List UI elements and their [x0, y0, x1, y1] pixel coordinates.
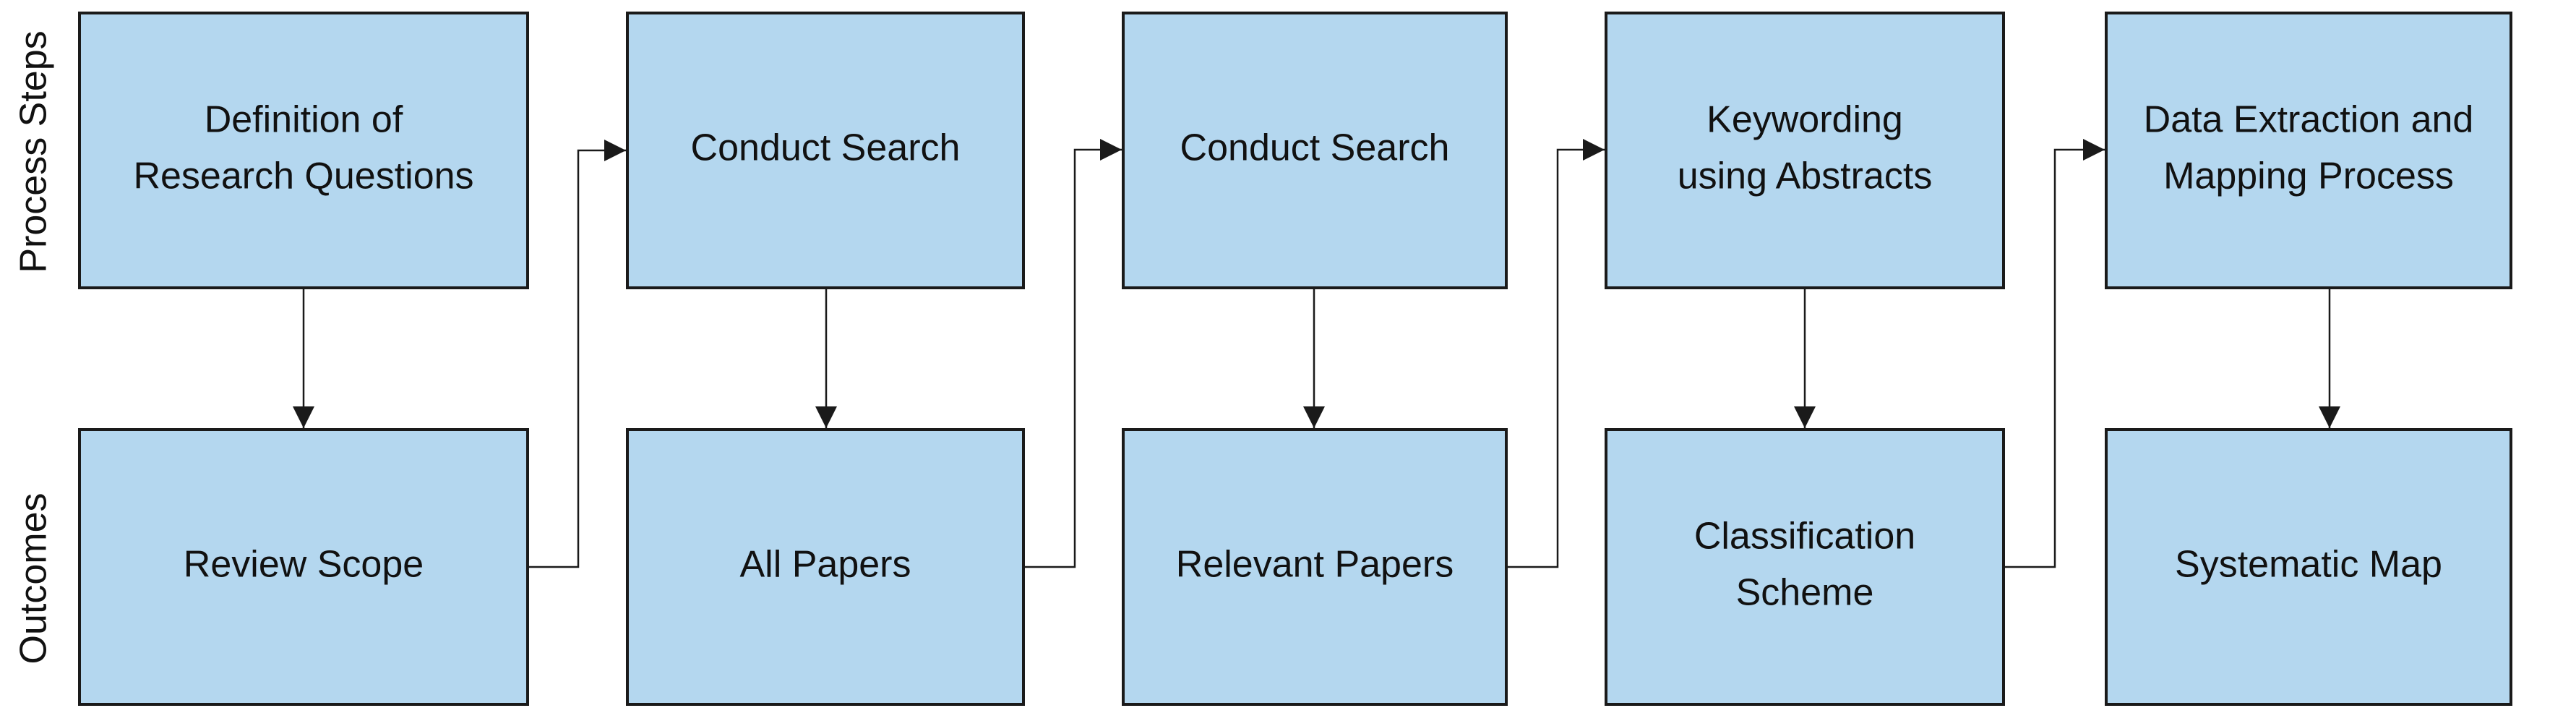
process_steps-box-label: Research Questions [133, 155, 473, 197]
process_steps-box-shape [626, 12, 1025, 289]
process_steps-box-label: Definition of [205, 99, 403, 141]
outcomes-box-label: Relevant Papers [1176, 544, 1454, 586]
outcomes-box-shape [2105, 428, 2512, 706]
process_steps-box-label: Mapping Process [2163, 155, 2454, 197]
row-label-outcomes: Outcomes [13, 493, 55, 665]
process_steps-box-label: Data Extraction and [2144, 99, 2474, 141]
process_steps-box-label: Conduct Search [691, 127, 961, 169]
process_steps-box-1: Definition of Research Questions [78, 12, 529, 289]
outcomes-box-3: Relevant Papers [1122, 428, 1508, 706]
process_steps-box-shape [2105, 12, 2512, 289]
outcomes-box-shape [1605, 428, 2005, 706]
outcomes-box-2: All Papers [626, 428, 1025, 706]
outcomes-box-label: All Papers [740, 544, 911, 586]
process_steps-box-label: Conduct Search [1180, 127, 1450, 169]
outcomes-box-shape [626, 428, 1025, 706]
outcomes-box-label: Review Scope [184, 544, 424, 586]
row-label-process-steps: Process Steps [13, 30, 55, 273]
process_steps-box-shape [1122, 12, 1508, 289]
outcomes-box-shape [1122, 428, 1508, 706]
outcomes-box-label: Scheme [1736, 572, 1874, 614]
process_steps-box-shape [1605, 12, 2005, 289]
outcomes-box-label: Systematic Map [2175, 544, 2442, 586]
connectors-layer [293, 139, 2340, 568]
process_steps-box-label: Keywording [1706, 99, 1903, 141]
process_steps-box-3: Conduct Search [1122, 12, 1508, 289]
process-steps-row: Definition of Research Questions Conduct S… [78, 12, 2512, 289]
outcome-to-next-step-arrow-3 [1506, 139, 1605, 568]
outcome-to-next-step-arrow-4 [2004, 139, 2105, 568]
outcomes-box-5: Systematic Map [2105, 428, 2512, 706]
process_steps-box-4: Keywording using Abstracts [1605, 12, 2005, 289]
process_steps-box-2: Conduct Search [626, 12, 1025, 289]
process_steps-box-label: using Abstracts [1678, 155, 1933, 197]
outcome-to-next-step-arrow-2 [1023, 139, 1122, 568]
outcome-to-next-step-arrow-1 [528, 140, 626, 568]
outcomes-box-label: Classification [1694, 516, 1915, 558]
outcomes-box-1: Review Scope [78, 428, 529, 706]
outcomes-row: Review Scope All Papers Relevant Papers Cla… [78, 428, 2512, 706]
outcomes-box-shape [78, 428, 529, 706]
process_steps-box-shape [78, 12, 529, 289]
